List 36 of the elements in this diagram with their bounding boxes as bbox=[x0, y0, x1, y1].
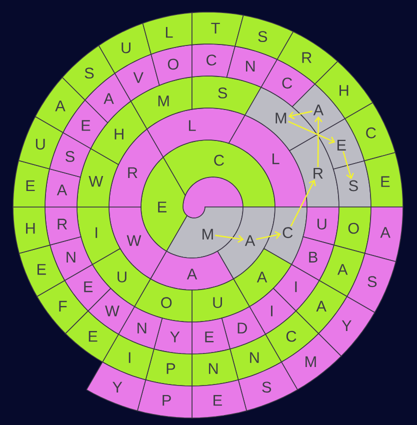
arrow bbox=[290, 180, 316, 226]
letter-cell: P bbox=[145, 348, 192, 386]
letter-cell: O bbox=[150, 44, 192, 86]
letter-cell: I bbox=[102, 334, 154, 380]
arrow bbox=[342, 151, 354, 180]
arrow bbox=[215, 234, 244, 243]
arrow bbox=[288, 110, 312, 120]
letter-cell: S bbox=[346, 252, 396, 314]
letter-cell: Y bbox=[86, 361, 146, 412]
letter-cell: U bbox=[302, 206, 340, 246]
letter-cell: B bbox=[291, 236, 334, 282]
letter-cell: P bbox=[136, 379, 192, 418]
letter-cell: O bbox=[134, 278, 192, 322]
letter-cell: M bbox=[166, 206, 244, 258]
letter-cell: S bbox=[234, 14, 294, 60]
letter-cell: A bbox=[364, 206, 404, 262]
arrow bbox=[314, 116, 322, 167]
spiral-hook bbox=[182, 176, 244, 218]
letter-cell: A bbox=[318, 244, 366, 298]
letter-cell: A bbox=[44, 168, 81, 208]
arrow bbox=[288, 120, 336, 144]
arrow bbox=[256, 231, 282, 240]
letter-cell: E bbox=[140, 156, 188, 252]
letter-cell: N bbox=[226, 46, 278, 88]
letter-cell: S bbox=[192, 76, 262, 116]
letter-cell: Y bbox=[153, 318, 192, 354]
letter-cell: N bbox=[192, 348, 239, 386]
letter-cell: O bbox=[334, 206, 372, 254]
letter-cell: C bbox=[263, 206, 308, 266]
letter-cell: E bbox=[364, 152, 404, 208]
letter-cell: U bbox=[18, 116, 64, 170]
letter-cell: L bbox=[142, 12, 192, 55]
letter-cell: E bbox=[12, 160, 50, 208]
letter-cell: W bbox=[76, 148, 120, 208]
letter-cell: V bbox=[114, 54, 160, 102]
letter-cell: H bbox=[12, 206, 50, 254]
